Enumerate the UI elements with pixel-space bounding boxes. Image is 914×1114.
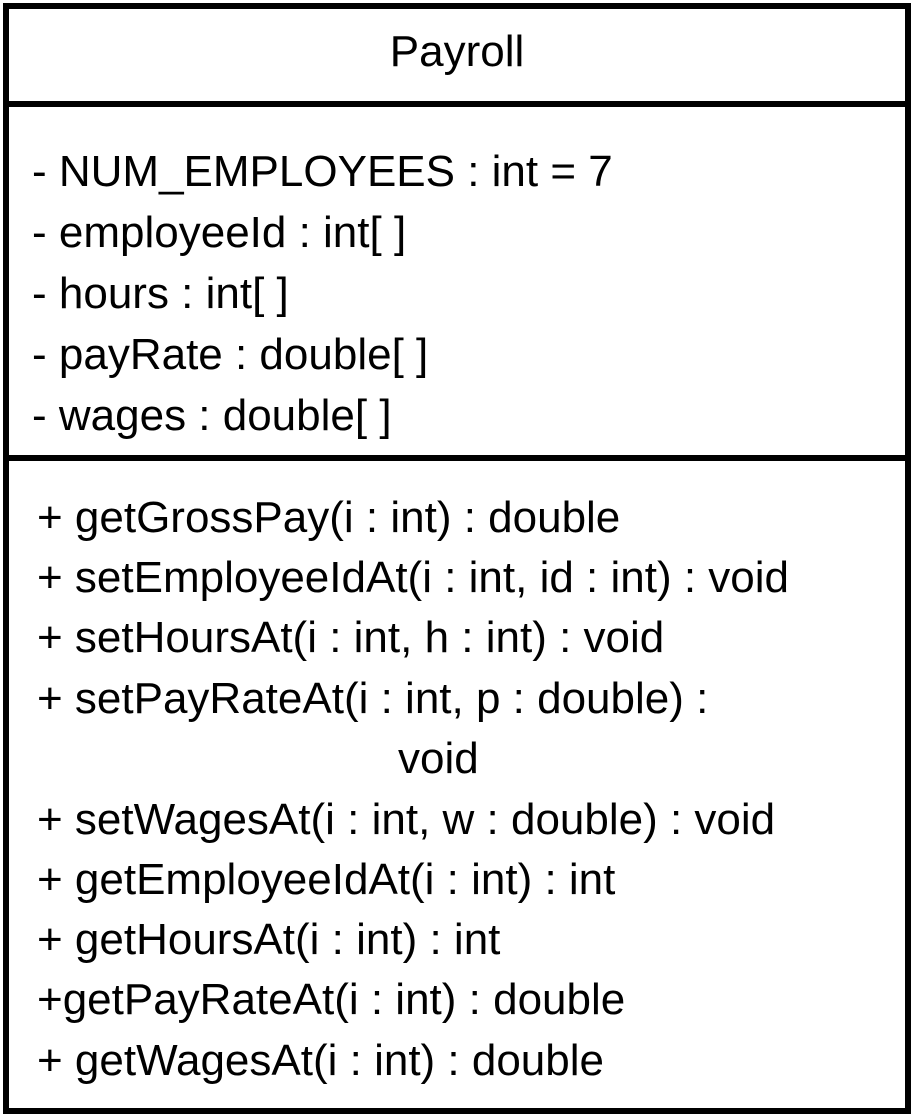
class-name-compartment: Payroll — [9, 9, 905, 107]
attribute-wages: - wages : double[ ] — [32, 391, 392, 440]
operation-set-pay-rate-at-continuation: void — [398, 734, 479, 783]
operations-compartment: + getGrossPay(i : int) : double + setEmp… — [9, 461, 905, 1108]
operation-get-wages-at: + getWagesAt(i : int) : double — [37, 1036, 604, 1085]
attribute-hours: - hours : int[ ] — [32, 269, 289, 318]
attribute-pay-rate: - payRate : double[ ] — [32, 330, 429, 379]
operation-set-pay-rate-at: + setPayRateAt(i : int, p : double) : — [37, 674, 709, 723]
class-name: Payroll — [389, 27, 525, 76]
operation-get-gross-pay: + getGrossPay(i : int) : double — [37, 493, 621, 542]
uml-class-payroll: Payroll - NUM_EMPLOYEES : int = 7 - empl… — [3, 3, 911, 1114]
operation-set-wages-at: + setWagesAt(i : int, w : double) : void — [37, 795, 776, 844]
operation-get-hours-at: + getHoursAt(i : int) : int — [37, 915, 501, 964]
operation-get-pay-rate-at: +getPayRateAt(i : int) : double — [37, 975, 626, 1024]
attributes-compartment: - NUM_EMPLOYEES : int = 7 - employeeId :… — [9, 107, 905, 461]
attribute-employee-id: - employeeId : int[ ] — [32, 208, 407, 257]
operation-get-employee-id-at: + getEmployeeIdAt(i : int) : int — [37, 855, 616, 904]
operation-set-employee-id-at: + setEmployeeIdAt(i : int, id : int) : v… — [37, 553, 789, 602]
attribute-num-employees: - NUM_EMPLOYEES : int = 7 — [32, 147, 613, 196]
operation-set-hours-at: + setHoursAt(i : int, h : int) : void — [37, 613, 665, 662]
